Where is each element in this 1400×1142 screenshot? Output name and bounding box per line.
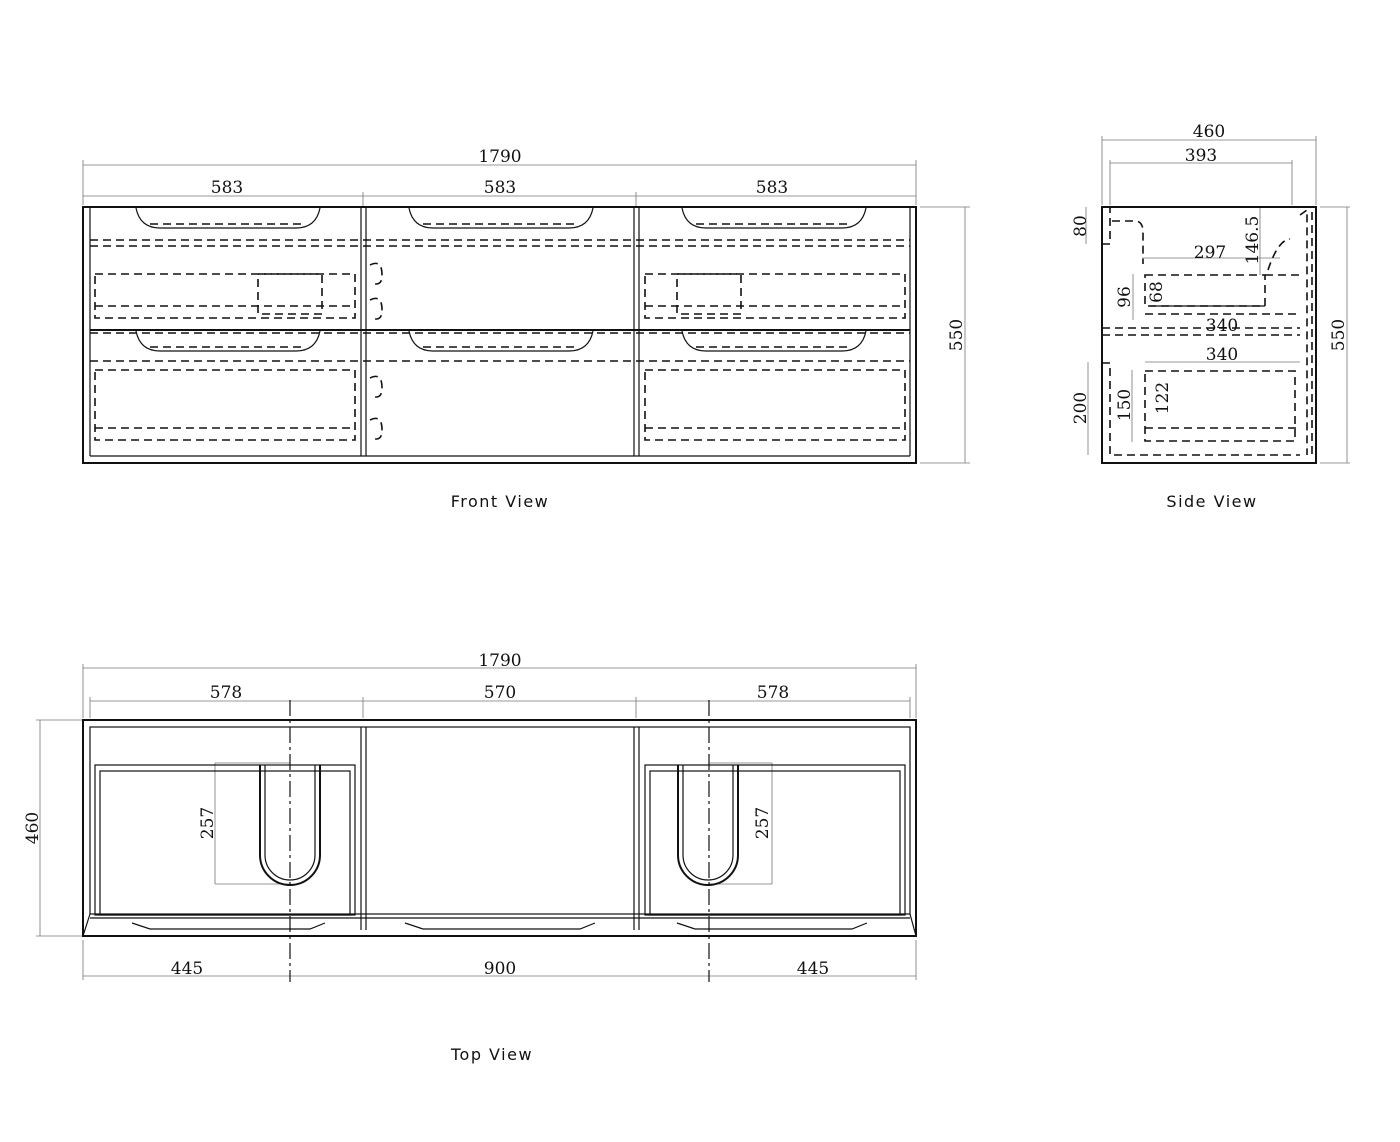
drawer-handles bbox=[135, 207, 867, 352]
side-lower-section: 200 bbox=[1071, 392, 1091, 424]
front-height: 550 bbox=[947, 319, 967, 351]
top-cutout-depth-right: 257 bbox=[753, 807, 773, 839]
top-section-width-2: 570 bbox=[484, 683, 516, 703]
front-cabinet bbox=[82, 206, 917, 464]
side-view: 460 393 550 80 297 146.5 96 68 340 340 2… bbox=[1071, 122, 1350, 511]
top-centerline-spacing: 900 bbox=[484, 959, 516, 979]
front-overall-width: 1790 bbox=[478, 147, 521, 167]
side-upper-drawer-height: 96 bbox=[1115, 286, 1135, 308]
top-view-title: Top View bbox=[450, 1045, 533, 1064]
side-lower-drawer-inner: 122 bbox=[1153, 382, 1173, 414]
side-upper-drawer-depth: 340 bbox=[1206, 316, 1238, 336]
hinges bbox=[369, 262, 383, 440]
side-height: 550 bbox=[1329, 319, 1349, 351]
top-dimensions: 1790 578 570 578 460 445 900 445 257 bbox=[23, 651, 917, 980]
top-cabinet bbox=[82, 700, 917, 982]
top-overall-width: 1790 bbox=[478, 651, 521, 671]
front-section-width-2: 583 bbox=[484, 178, 516, 198]
top-centerline-offset-left: 445 bbox=[171, 959, 203, 979]
side-cabinet bbox=[1101, 206, 1317, 464]
top-section-width-1: 578 bbox=[210, 683, 242, 703]
side-basin-width: 297 bbox=[1194, 243, 1226, 263]
front-section-width-1: 583 bbox=[211, 178, 243, 198]
side-upper-drawer-inner: 68 bbox=[1147, 281, 1167, 303]
front-view-title: Front View bbox=[451, 492, 550, 511]
side-top-rail: 80 bbox=[1071, 215, 1091, 237]
front-dimensions: 1790 583 583 583 550 bbox=[82, 147, 970, 464]
side-basin-offset: 146.5 bbox=[1243, 216, 1263, 265]
front-section-width-3: 583 bbox=[756, 178, 788, 198]
top-centerline-offset-right: 445 bbox=[797, 959, 829, 979]
basin-waste-cutouts bbox=[259, 765, 739, 886]
side-inner-depth: 393 bbox=[1185, 146, 1217, 166]
top-section-width-3: 578 bbox=[757, 683, 789, 703]
top-depth: 460 bbox=[23, 812, 43, 844]
side-lower-drawer-depth: 340 bbox=[1206, 345, 1238, 365]
side-lower-drawer-height: 150 bbox=[1115, 389, 1135, 421]
side-depth: 460 bbox=[1193, 122, 1225, 142]
top-cutout-depth-left: 257 bbox=[198, 807, 218, 839]
side-view-title: Side View bbox=[1166, 492, 1257, 511]
front-view: 1790 583 583 583 550 bbox=[82, 147, 970, 511]
top-view: 1790 578 570 578 460 445 900 445 257 bbox=[23, 651, 917, 1064]
side-dimensions: 460 393 550 80 297 146.5 96 68 340 340 2… bbox=[1071, 122, 1350, 464]
